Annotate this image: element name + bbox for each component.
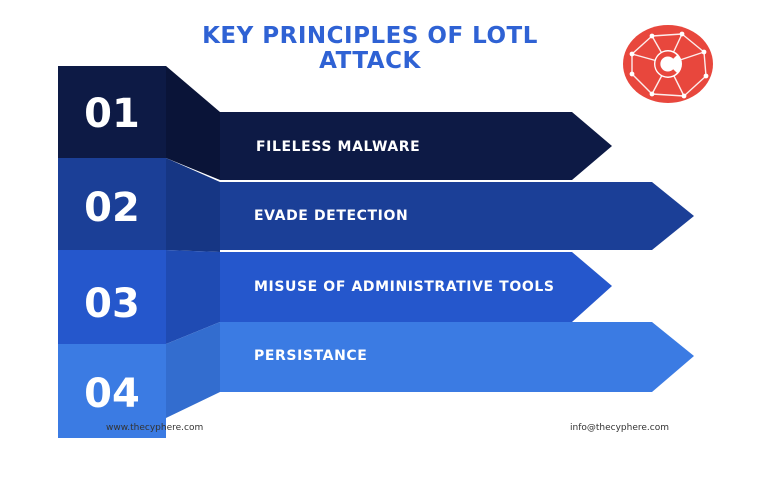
cyphere-logo-icon [623, 25, 713, 103]
row-2-fold [166, 158, 220, 252]
row-1-fold [166, 66, 220, 180]
row-3-number-block [58, 250, 166, 344]
row-1-arrow [220, 112, 612, 180]
item-number-2: 02 [84, 185, 140, 231]
row-2-arrow [220, 182, 694, 250]
item-label-2: EVADE DETECTION [254, 208, 409, 224]
row-3-arrow [220, 252, 612, 322]
title-line-2: ATTACK [319, 48, 421, 74]
page-title: KEY PRINCIPLES OF LOTL ATTACK [150, 24, 590, 74]
item-label-3: MISUSE OF ADMINISTRATIVE TOOLS [254, 279, 555, 295]
item-label-1: FILELESS MALWARE [256, 139, 421, 155]
row-1-number-block [58, 66, 166, 158]
item-label-4: PERSISTANCE [254, 348, 368, 364]
item-number-1: 01 [84, 91, 140, 137]
row-3-fold [166, 250, 220, 344]
title-line-1: KEY PRINCIPLES OF LOTL [202, 23, 538, 49]
row-4-number-block [58, 344, 166, 438]
row-4-arrow [220, 322, 694, 392]
row-2-number-block [58, 158, 166, 250]
item-number-3: 03 [84, 281, 140, 327]
item-number-4: 04 [84, 371, 140, 417]
footer-website-link[interactable]: www.thecyphere.com [106, 423, 204, 433]
footer-email-link[interactable]: info@thecyphere.com [570, 423, 669, 433]
row-4-fold [166, 322, 220, 418]
